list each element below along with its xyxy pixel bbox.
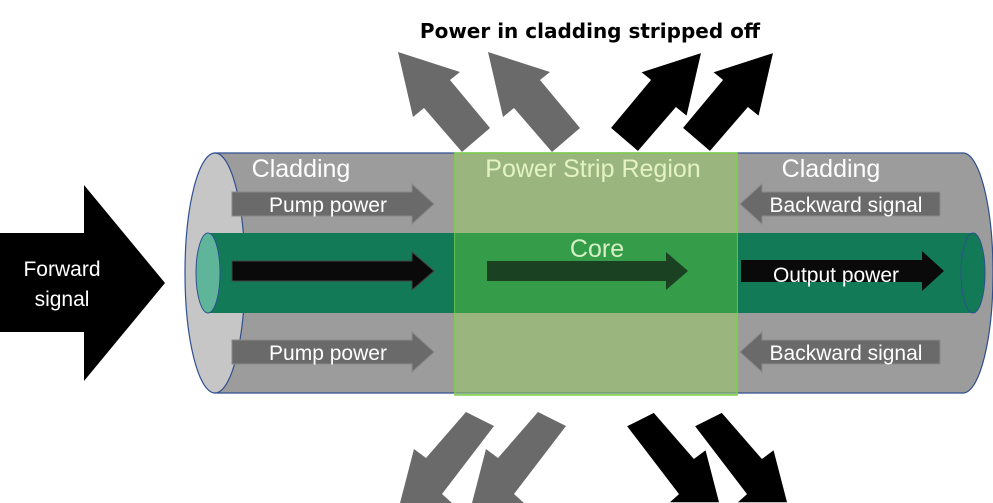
stripped-pump-arrow-down-left-1 [400,412,494,503]
cladding-right-label: Cladding [782,155,881,183]
forward-signal-arrow [0,185,165,381]
pump-power-bottom-label: Pump power [269,342,387,365]
stripped-pump-arrow-down-left-2 [472,412,566,503]
diagram-title: Power in cladding stripped off [420,19,761,43]
backward-signal-arrow-top [739,182,941,226]
stripped-signal-arrow-down-right-2 [692,411,789,503]
stripped-signal-arrow-up-right-1 [608,50,704,154]
stripped-pump-arrow-up-left-2 [488,52,580,152]
backward-signal-top-label: Backward signal [770,194,923,217]
forward-signal-label-line2: signal [35,288,90,311]
pump-power-arrow-top [231,182,435,226]
core-left-end [195,232,221,314]
backward-signal-arrow-bottom [739,330,941,374]
stripped-signal-arrow-up-right-2 [680,50,776,154]
core-right-end [960,232,986,314]
stripped-pump-arrow-up-left-1 [398,52,490,152]
forward-signal-label-line1: Forward [23,258,100,281]
stripped-signal-arrow-down-right-1 [624,411,721,503]
core-signal-arrow-left [231,250,435,292]
pump-power-arrow-bottom [231,330,435,374]
core-signal-arrow-strip [487,252,688,290]
pump-power-top-label: Pump power [269,194,387,217]
output-power-label: Output power [773,264,899,287]
cladding-left-label: Cladding [252,155,351,183]
stripped-power-arrows-bottom [400,411,789,503]
power-strip-region-label: Power Strip Region [485,155,700,183]
backward-signal-bottom-label: Backward signal [770,342,923,365]
stripped-power-arrows-top [398,50,776,154]
output-power-arrow [741,251,944,291]
core-label: Core [570,235,624,263]
